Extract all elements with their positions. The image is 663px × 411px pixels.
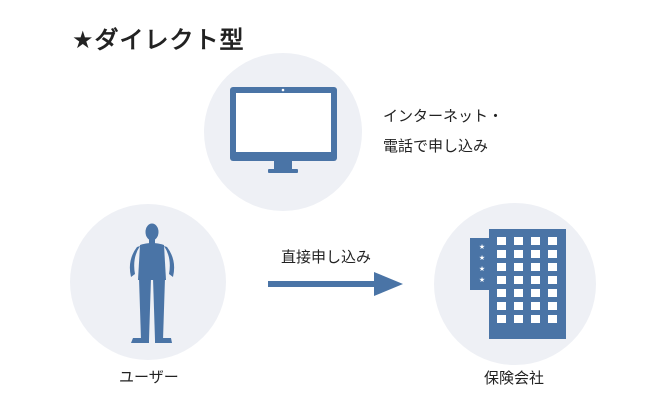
building-window <box>497 315 506 323</box>
building-window <box>497 276 506 284</box>
building-window <box>531 276 540 284</box>
building-window <box>514 237 523 245</box>
svg-text:★: ★ <box>479 254 485 262</box>
company-label: 保険会社 <box>484 369 545 387</box>
building-window <box>548 315 557 323</box>
building-window <box>531 302 540 310</box>
building-window <box>514 302 523 310</box>
building-window <box>531 315 540 323</box>
computer-monitor-icon <box>230 87 337 173</box>
building-window <box>497 302 506 310</box>
building-window <box>497 289 506 297</box>
building-window <box>531 237 540 245</box>
building-window <box>531 263 540 271</box>
svg-text:★: ★ <box>479 243 485 251</box>
diagram-title: ★ダイレクト型 <box>72 26 245 54</box>
building-window <box>548 289 557 297</box>
building-window <box>514 289 523 297</box>
building-window <box>548 250 557 258</box>
building-window <box>514 315 523 323</box>
building-window <box>531 250 540 258</box>
svg-text:★: ★ <box>479 276 485 284</box>
building-window <box>548 276 557 284</box>
building-window <box>514 263 523 271</box>
building-window <box>497 250 506 258</box>
building-window <box>514 250 523 258</box>
person-icon <box>129 223 175 343</box>
svg-text:★: ★ <box>479 265 485 273</box>
building-window <box>514 276 523 284</box>
building-window <box>548 302 557 310</box>
building-window <box>497 237 506 245</box>
arrow-label: 直接申し込み <box>281 248 372 266</box>
right-arrow-icon <box>268 272 403 296</box>
building-window <box>548 237 557 245</box>
user-label: ユーザー <box>119 368 179 386</box>
building-window <box>548 263 557 271</box>
internet-label-line1: インターネット・ <box>383 107 504 125</box>
building-window <box>497 263 506 271</box>
internet-label-line2: 電話で申し込み <box>383 137 489 155</box>
office-building-icon: ★ ★ ★ ★ <box>470 229 566 339</box>
building-window <box>531 289 540 297</box>
